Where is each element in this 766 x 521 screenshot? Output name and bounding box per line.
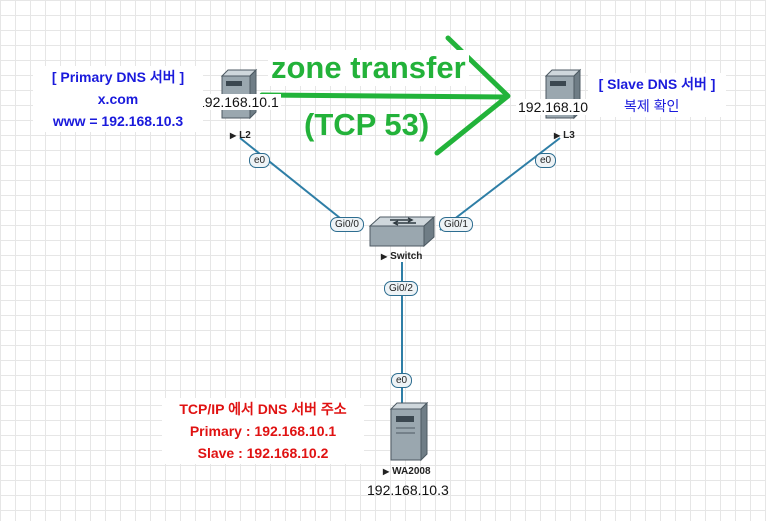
switch-port-gi0-2: Gi0/2: [384, 281, 418, 296]
wa2008-ip: 192.168.10.3: [367, 482, 449, 498]
l3-ip: 192.168.10.2: [516, 99, 602, 115]
arrow-label-tcp53: (TCP 53): [304, 107, 430, 142]
switch[interactable]: [368, 215, 436, 253]
primary-dns-note: [ Primary DNS 서버 ] x.com www = 192.168.1…: [33, 66, 203, 132]
switch-port-gi0-0: Gi0/0: [330, 217, 364, 232]
server-wa2008[interactable]: [387, 401, 431, 467]
slave-dns-note: [ Slave DNS 서버 ] 복제 확인: [588, 73, 726, 117]
client-note-title: TCP/IP 에서 DNS 서버 주소: [179, 401, 347, 417]
l3-label: ▶L3: [554, 130, 575, 141]
switch-label: ▶Switch: [381, 251, 423, 262]
primary-note-record: www = 192.168.10.3: [52, 113, 184, 129]
slave-note-title: [ Slave DNS 서버 ]: [598, 76, 716, 92]
primary-note-title: [ Primary DNS 서버 ]: [51, 69, 185, 85]
l2-label: ▶L2: [230, 130, 251, 141]
l3-port-e0: e0: [535, 153, 557, 168]
switch-port-gi0-1: Gi0/1: [439, 217, 473, 232]
l2-ip: 192.168.10.1: [195, 94, 281, 110]
wa2008-port-e0: e0: [391, 373, 413, 388]
switch-icon: [368, 215, 436, 248]
client-note-primary: Primary : 192.168.10.1: [189, 423, 337, 439]
client-dns-note: TCP/IP 에서 DNS 서버 주소 Primary : 192.168.10…: [162, 398, 364, 464]
client-note-slave: Slave : 192.168.10.2: [197, 445, 329, 461]
l2-port-e0: e0: [249, 153, 271, 168]
primary-note-domain: x.com: [97, 91, 139, 107]
slave-note-detail: 복제 확인: [624, 98, 680, 114]
arrow-label-zone-transfer: zone transfer: [268, 50, 469, 86]
wa2008-label: ▶WA2008: [383, 466, 431, 477]
server-icon: [389, 401, 429, 462]
router-l3[interactable]: [542, 68, 584, 125]
